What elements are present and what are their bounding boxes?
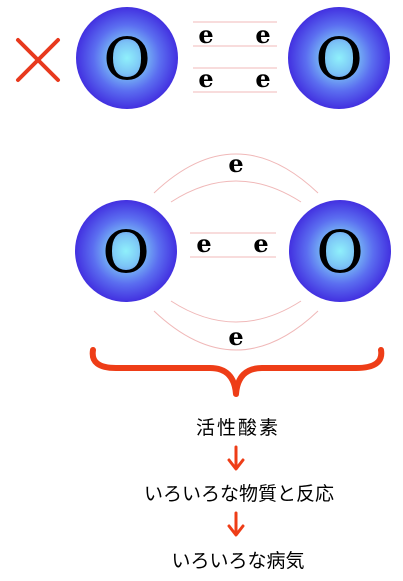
- flow-step-react-substances: いろいろな物質と反応: [144, 483, 334, 505]
- atom-label: O: [103, 25, 151, 93]
- electron: e: [253, 229, 268, 258]
- arrow-down-icon: [227, 511, 245, 537]
- electron: e: [228, 322, 243, 351]
- flow-step-active-oxygen: 活性酸素: [196, 417, 280, 439]
- flow-step-diseases: いろいろな病気: [171, 550, 304, 572]
- atom-label: O: [315, 25, 363, 93]
- top-right-oxygen-atom: O: [288, 7, 390, 109]
- electron: e: [196, 229, 211, 258]
- electron: e: [255, 64, 270, 93]
- atom-label: O: [316, 218, 364, 286]
- top-row: O O e e e e: [16, 7, 390, 109]
- outer-bond-arcs: [153, 153, 319, 351]
- cross-mark-icon: [16, 38, 60, 82]
- electron: e: [198, 64, 213, 93]
- arrow-down-icon: [227, 445, 245, 471]
- center-bond-lines: [190, 232, 276, 258]
- electron: e: [198, 20, 213, 49]
- curly-brace: [89, 347, 385, 397]
- electron: e: [255, 20, 270, 49]
- middle-left-oxygen-atom: O: [75, 200, 177, 302]
- top-bond-lines: [193, 21, 277, 93]
- electron: e: [228, 149, 243, 178]
- middle-row: O O e e e e: [75, 149, 391, 351]
- atom-label: O: [102, 218, 150, 286]
- top-left-oxygen-atom: O: [76, 7, 178, 109]
- middle-right-oxygen-atom: O: [289, 200, 391, 302]
